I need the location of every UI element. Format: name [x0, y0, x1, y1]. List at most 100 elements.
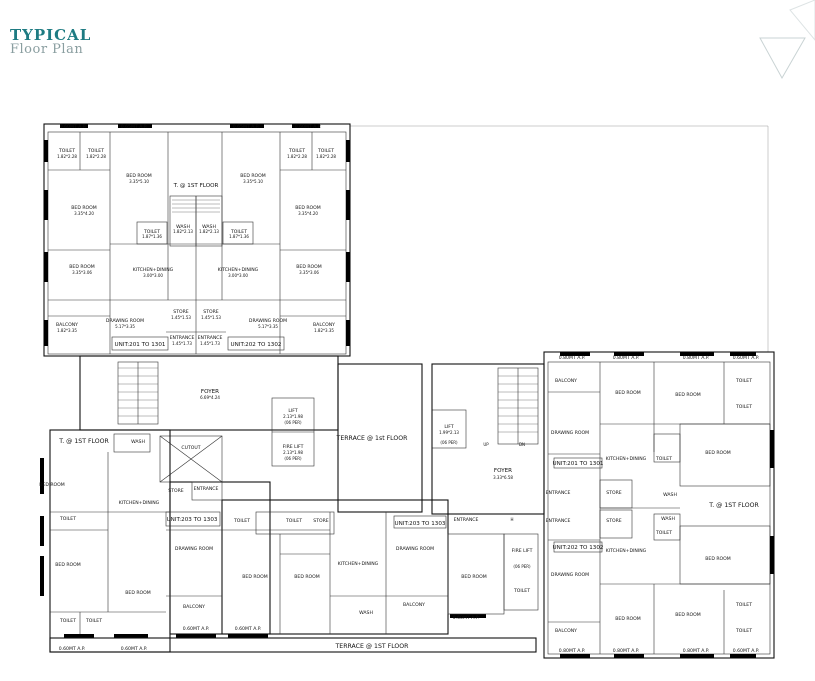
- room-label: UNIT:203 TO 1303: [167, 517, 218, 523]
- room-label: BALCONY: [183, 604, 205, 610]
- room-label: 1.45*1.73: [200, 341, 220, 346]
- room-label: DRAWING ROOM: [396, 546, 434, 552]
- room-label: DN: [519, 442, 525, 447]
- room-label: BALCONY: [555, 628, 577, 634]
- room-label: 1.45*1.53: [201, 315, 221, 320]
- room-label: 3.35*3.06: [299, 270, 319, 275]
- room-label: TOILET: [735, 404, 752, 410]
- room-label: 3.00*3.00: [143, 273, 163, 278]
- room-label: KITCHEN+DINING: [133, 267, 174, 273]
- central-labels: FOYER 6.69*4.24 LIFT 2.13*1.98 (06 PER) …: [181, 389, 525, 522]
- room-label: 0.60MT A.P.: [733, 355, 760, 361]
- room-label: (06 PER): [284, 456, 302, 461]
- room-label: UNIT:202 TO 1302: [553, 545, 604, 551]
- room-label: TOILET: [735, 628, 752, 634]
- room-label: BED ROOM: [461, 574, 486, 580]
- room-label: 0.60MT A.P.: [235, 626, 262, 632]
- room-label: BED ROOM: [615, 616, 640, 622]
- room-label: (06 PER): [513, 564, 531, 569]
- room-label: TOILET: [85, 618, 102, 624]
- room-label: LIFT: [444, 424, 453, 430]
- room-label: 0.65MT A.P.: [121, 124, 148, 130]
- room-label: 0.65MT A.P.: [233, 124, 260, 130]
- room-label: DRAWING ROOM: [551, 572, 589, 578]
- room-label: BED ROOM: [55, 562, 80, 568]
- room-label: (06 PER): [284, 420, 302, 425]
- room-label: WASH: [202, 224, 216, 230]
- room-label: 0.80MT A.P.: [559, 355, 586, 361]
- room-label: DRAWING ROOM: [175, 546, 213, 552]
- top-left-wing: [43, 123, 351, 357]
- room-label: 1.82*2.13: [173, 229, 193, 234]
- room-label: FIRE LIFT: [512, 548, 533, 554]
- room-label: STORE: [168, 488, 184, 494]
- room-label: 1.82*2.13: [199, 229, 219, 234]
- bottom-left-labels: T. @ 1ST FLOOR WASH BED ROOM KITCHEN+DIN…: [39, 437, 532, 652]
- room-label: UNIT:202 TO 1302: [231, 342, 282, 348]
- room-label: 0.80MT A.P.: [559, 648, 586, 654]
- heading-line1: TYPICAL: [10, 26, 92, 44]
- room-label: ENTRANCE: [194, 486, 219, 492]
- room-label: WASH: [359, 610, 373, 616]
- site-boundary: [350, 125, 769, 352]
- room-label: 5.17*3.35: [115, 324, 135, 329]
- room-label: ENTRANCE: [546, 490, 571, 496]
- room-label: TOILET: [288, 148, 305, 154]
- room-label: BED ROOM: [705, 450, 730, 456]
- room-label: TOILET: [317, 148, 334, 154]
- room-label: 0.80MT A.P.: [613, 355, 640, 361]
- room-label: 2.13*1.98: [283, 450, 303, 455]
- room-label: DRAWING ROOM: [106, 318, 144, 324]
- room-label: BALCONY: [56, 322, 78, 328]
- room-label: 3.35*3.06: [72, 270, 92, 275]
- room-label: BALCONY: [403, 602, 425, 608]
- room-label: KITCHEN+DINING: [119, 500, 160, 506]
- right-wing: [543, 351, 775, 659]
- room-label: BALCONY: [555, 378, 577, 384]
- room-label: 1.82*2.28: [57, 154, 77, 159]
- room-label: T. @ 1ST FLOOR: [173, 183, 219, 189]
- room-label: KITCHEN+DINING: [218, 267, 259, 273]
- room-label: STORE: [606, 490, 622, 496]
- room-label: 1.45*1.53: [171, 315, 191, 320]
- room-label: 2.13*1.98: [283, 414, 303, 419]
- room-label: 0.60MT A.P.: [453, 615, 480, 621]
- room-label: KITCHEN+DINING: [606, 548, 647, 554]
- top-left-labels: 0.60MT A.P. 0.65MT A.P. 0.65MT A.P. 0.60…: [56, 124, 336, 348]
- room-label: STORE: [203, 309, 219, 315]
- room-label: UNIT:201 TO 1301: [553, 461, 604, 467]
- room-label: ENTRANCE: [546, 518, 571, 524]
- room-label: 3.00*3.00: [228, 273, 248, 278]
- room-label: DRAWING ROOM: [551, 430, 589, 436]
- room-label: BED ROOM: [675, 612, 700, 618]
- heading-line2: Floor Plan: [10, 42, 84, 57]
- room-label: BED ROOM: [126, 173, 151, 179]
- bottom-left-wing: [40, 429, 539, 653]
- room-label: 1.82*2.28: [316, 154, 336, 159]
- room-label: FIRE LIFT: [283, 444, 304, 450]
- room-label: 0.60MT A.P.: [295, 124, 322, 130]
- room-label: TOILET: [143, 229, 160, 235]
- central-core: [79, 355, 545, 515]
- room-label: TOILET: [233, 518, 250, 524]
- room-label: TERRACE @ 1ST FLOOR: [335, 642, 410, 650]
- room-label: ENTRANCE: [170, 335, 195, 341]
- room-label: FOYER: [201, 389, 219, 395]
- room-label: TOILET: [655, 456, 672, 462]
- room-label: 3.33*6.58: [493, 475, 513, 480]
- room-label: WASH: [661, 516, 675, 522]
- room-label: 0.80MT A.P.: [613, 648, 640, 654]
- room-label: BALCONY: [313, 322, 335, 328]
- room-label: STORE: [313, 518, 329, 524]
- room-label: BED ROOM: [675, 392, 700, 398]
- room-label: 1.82*3.35: [314, 328, 334, 333]
- plan-heading: TYPICAL Floor Plan: [10, 26, 92, 57]
- room-label: BED ROOM: [705, 556, 730, 562]
- room-label: WASH: [663, 492, 677, 498]
- room-label: 1.45*1.73: [172, 341, 192, 346]
- room-label: ENTRANCE: [454, 517, 479, 523]
- room-label: UNIT:201 TO 1301: [115, 342, 166, 348]
- room-label: 3.35*4.20: [298, 211, 318, 216]
- room-label: TOILET: [58, 148, 75, 154]
- room-label: BED ROOM: [294, 574, 319, 580]
